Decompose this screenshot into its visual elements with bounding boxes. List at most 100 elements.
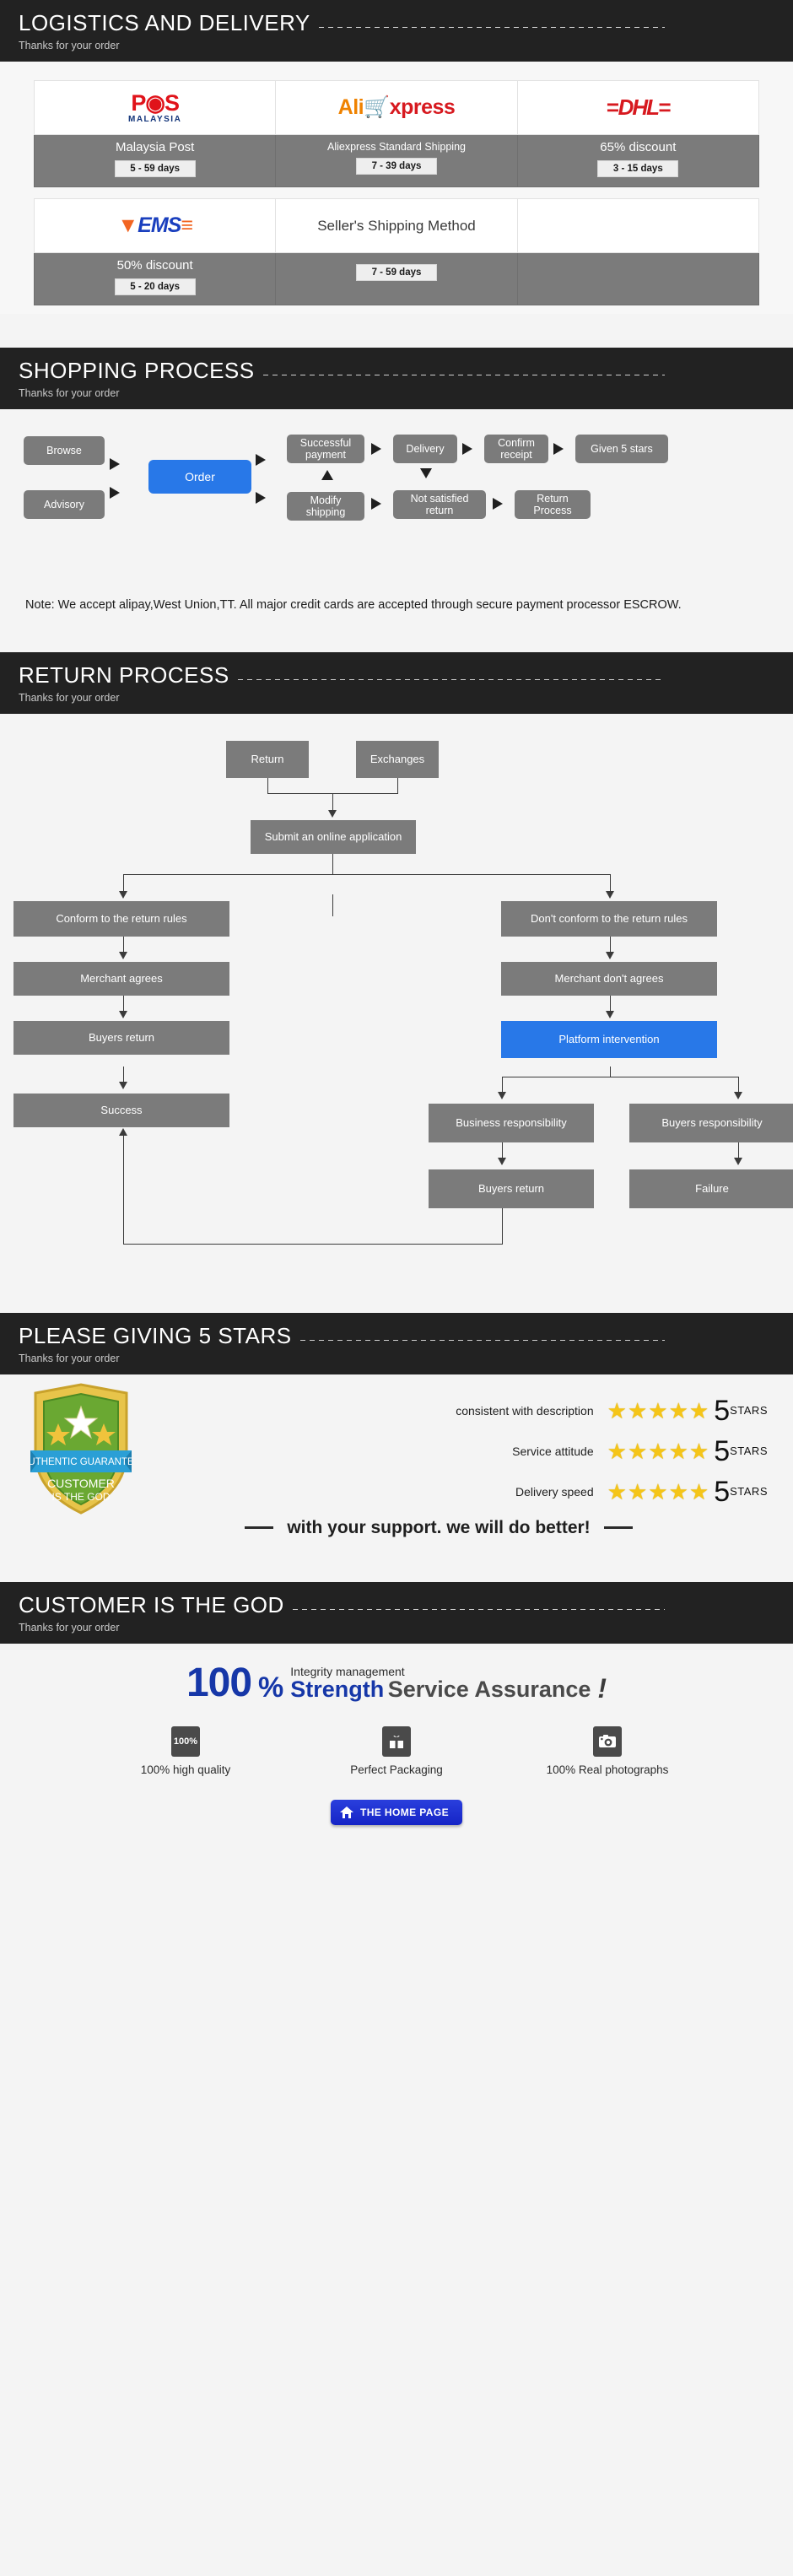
arrow-to-dont-conform <box>606 890 614 899</box>
connector-loop <box>502 1207 503 1244</box>
rating-rows: consistent with description ★ ★ ★ ★ ★ 5 … <box>152 1390 793 1506</box>
shopping-process-flowchart: Browse Advisory Order Successful payment… <box>0 409 793 595</box>
arrow-merchant-to-buyers-return <box>119 1010 127 1018</box>
integrity-stack: Integrity management Strength Service As… <box>290 1665 591 1703</box>
star-icon: ★ <box>688 1397 709 1423</box>
star-icon: ★ <box>668 1397 688 1423</box>
star-group: ★ ★ ★ ★ ★ <box>607 1481 709 1503</box>
exclamation-mark: ! <box>597 1672 607 1704</box>
arrow-payment-to-delivery <box>371 443 381 455</box>
arrow-to-business-responsibility <box>498 1091 506 1099</box>
shipping-cell-malaysia-post: Malaysia Post 5 - 59 days <box>33 134 277 187</box>
empty-logo-cell <box>516 198 760 253</box>
shipping-days-badge: 7 - 39 days <box>355 158 437 175</box>
percent-symbol: % <box>258 1671 284 1704</box>
connector <box>332 853 333 874</box>
section-title: CUSTOMER IS THE GOD <box>19 1591 284 1617</box>
home-button-label: THE HOME PAGE <box>360 1806 449 1818</box>
table-spacer <box>34 186 759 199</box>
star-group: ★ ★ ★ ★ ★ <box>607 1440 709 1462</box>
connector <box>123 995 124 1014</box>
section-gap <box>0 636 793 652</box>
arrow-modify-to-not-satisfied <box>371 498 381 510</box>
arrow-loop-to-success <box>119 1127 127 1136</box>
rating-row: Service attitude ★ ★ ★ ★ ★ 5 STARS <box>152 1437 793 1466</box>
home-icon <box>340 1806 353 1818</box>
arrow-conform-to-merchant <box>119 951 127 959</box>
badge-line2: IS THE GOD <box>51 1491 110 1503</box>
service-assurance-text: Service Assurance <box>387 1677 591 1703</box>
section-title: SHOPPING PROCESS <box>19 358 255 383</box>
connector <box>123 936 124 955</box>
arrow-to-buyers-responsibility <box>734 1091 742 1099</box>
shield-icon: AUTHENTIC GUARANTEE CUSTOMER IS THE GOD <box>22 1383 141 1515</box>
star-group: ★ ★ ★ ★ ★ <box>607 1400 709 1422</box>
flow-node-browse: Browse <box>24 436 105 465</box>
arrow-modify-to-payment <box>321 470 333 480</box>
flow-node-merchant-dont-agrees: Merchant don't agrees <box>501 961 717 996</box>
flow-node-conform-rules: Conform to the return rules <box>13 900 229 937</box>
section-gap <box>0 1293 793 1313</box>
flow-node-dont-conform-rules: Don't conform to the return rules <box>501 900 717 937</box>
arrow-order-to-modify <box>256 492 266 504</box>
connector <box>332 792 333 813</box>
flow-node-order: Order <box>148 460 251 494</box>
header-dotted-rule <box>237 678 665 680</box>
shipping-info-row-2: 50% discount 5 - 20 days 7 - 59 days <box>33 252 760 305</box>
rating-label: Service attitude <box>512 1444 594 1458</box>
connector <box>123 873 124 894</box>
section-subtitle: Thanks for your order <box>19 40 120 51</box>
shipping-name: Aliexpress Standard Shipping <box>326 141 466 153</box>
flow-node-buyers-return-right: Buyers return <box>429 1169 594 1208</box>
connector <box>502 1142 503 1161</box>
rating-unit: STARS <box>730 1485 768 1499</box>
arrow-dontconform-to-merchant <box>606 951 614 959</box>
connector-center-stub <box>332 894 333 916</box>
section-subtitle: Thanks for your order <box>19 1352 120 1364</box>
section-subtitle: Thanks for your order <box>19 1621 120 1634</box>
home-page-button[interactable]: THE HOME PAGE <box>331 1799 462 1825</box>
pos-malaysia-sub: MALAYSIA <box>128 114 182 124</box>
feature-label: Perfect Packaging <box>350 1763 443 1776</box>
flow-node-merchant-agrees: Merchant agrees <box>13 961 229 996</box>
connector <box>502 1076 503 1095</box>
rating-row: Delivery speed ★ ★ ★ ★ ★ 5 STARS <box>152 1477 793 1506</box>
section-header-return: RETURN PROCESS Thanks for your order <box>0 651 793 714</box>
shipping-cell-sellers-method: 7 - 59 days <box>275 252 518 305</box>
arrow-delivery-to-confirm <box>462 443 472 455</box>
camera-icon <box>593 1725 622 1757</box>
flow-node-buyers-return-left: Buyers return <box>13 1020 229 1055</box>
star-icon: ★ <box>607 1438 627 1464</box>
feature-label: 100% high quality <box>140 1763 231 1776</box>
flow-node-delivery: Delivery <box>393 435 457 463</box>
section-subtitle: Thanks for your order <box>19 691 120 704</box>
arrow-browse-to-order <box>110 458 120 470</box>
flow-node-advisory: Advisory <box>24 490 105 519</box>
header-dotted-rule <box>299 1339 665 1341</box>
feature-real-photos: 100% Real photographs <box>527 1725 688 1776</box>
flow-node-success: Success <box>13 1093 229 1127</box>
star-icon: ★ <box>668 1478 688 1504</box>
flow-node-failure: Failure <box>629 1169 793 1208</box>
flow-node-buyers-responsibility: Buyers responsibility <box>629 1103 793 1142</box>
star-icon: ★ <box>627 1478 648 1504</box>
dhl-logo: =DHL= <box>516 80 760 135</box>
integrity-bottom-row: Strength Service Assurance <box>290 1677 591 1703</box>
rating-score: 5 <box>714 1434 731 1467</box>
connector <box>738 1076 739 1095</box>
shipping-info-row: Malaysia Post 5 - 59 days Aliexpress Sta… <box>33 134 760 187</box>
section-title: PLEASE GIVING 5 STARS <box>19 1322 292 1348</box>
flow-node-given-5-stars: Given 5 stars <box>575 435 668 463</box>
shipping-name: 50% discount <box>116 258 193 273</box>
section-subtitle: Thanks for your order <box>19 387 120 399</box>
connector-loop <box>123 1135 124 1244</box>
arrow-business-to-buyers-return <box>498 1157 506 1165</box>
rating-unit: STARS <box>730 1445 768 1458</box>
shipping-cell-aliexpress: Aliexpress Standard Shipping 7 - 39 days <box>275 134 518 187</box>
section-gap <box>0 1568 793 1582</box>
promise-headline: 100 % Integrity management Strength Serv… <box>0 1663 793 1704</box>
header-dotted-rule <box>318 27 665 28</box>
arrow-to-submit <box>328 809 337 818</box>
